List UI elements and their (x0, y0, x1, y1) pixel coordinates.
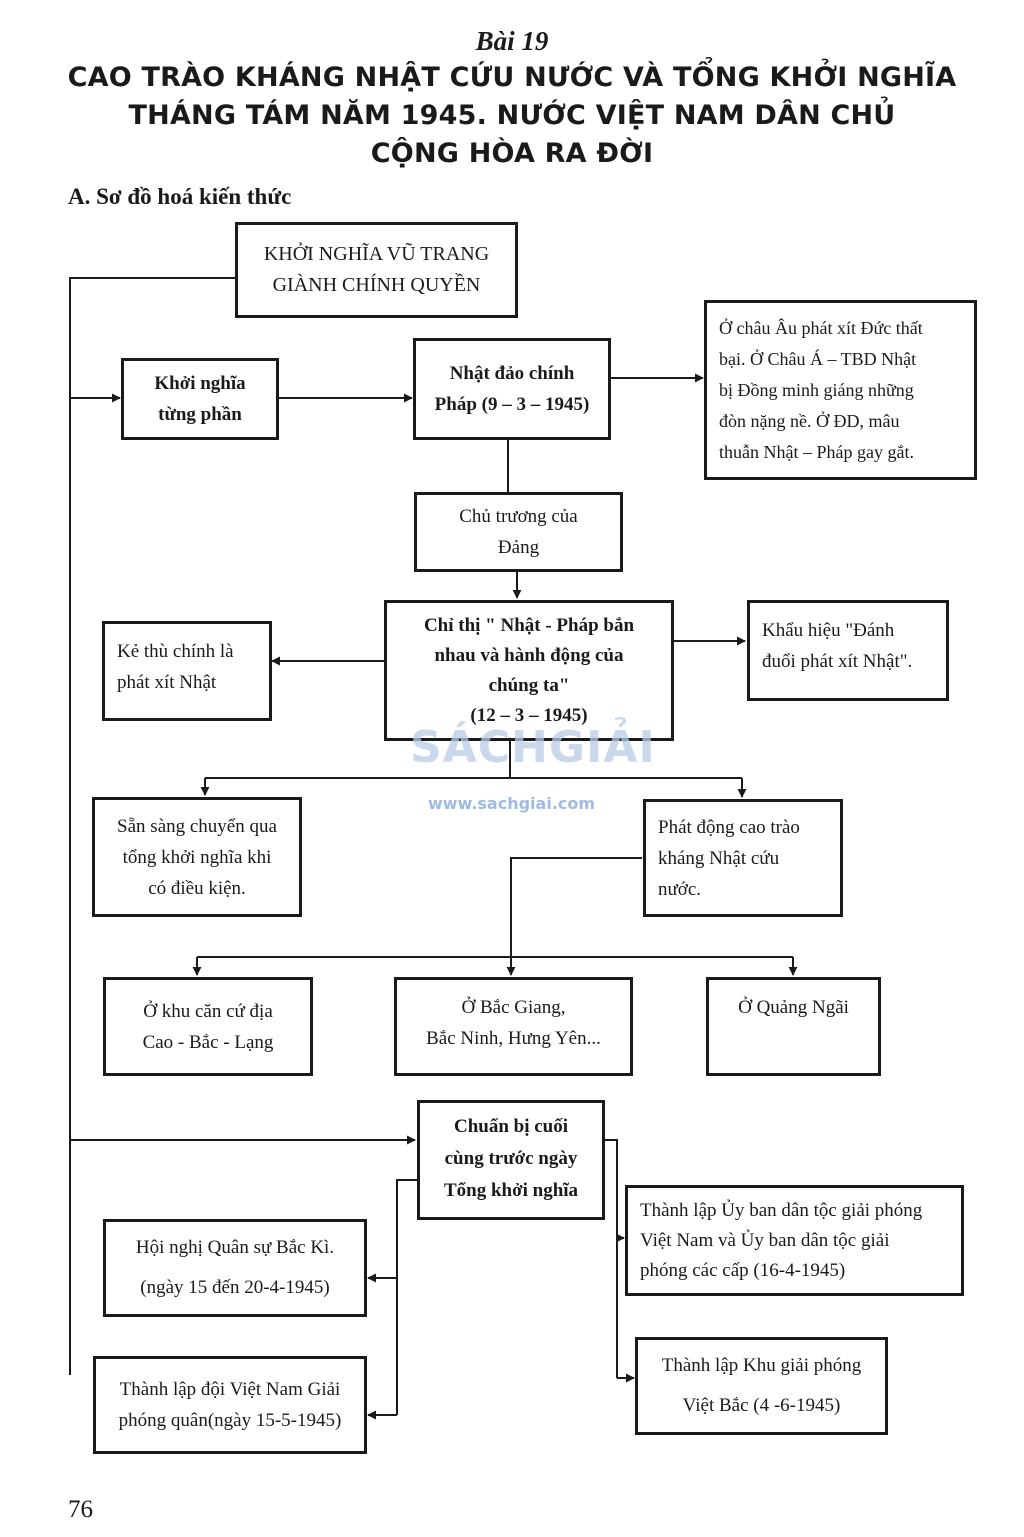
line-prepare-left (396, 1179, 417, 1415)
node-bacgiang: Ở Bắc Giang,Bắc Ninh, Hưng Yên... (394, 977, 633, 1076)
line-prepare-right (605, 1139, 618, 1378)
title-line-3: CỘNG HÒA RA ĐỜI (370, 138, 654, 169)
spine-line (69, 277, 235, 1375)
node-military-conference: Hội nghị Quân sự Bắc Kì.(ngày 15 đến 20-… (103, 1219, 367, 1317)
title-line-1: CAO TRÀO KHÁNG NHẬT CỨU NƯỚC VÀ TỔNG KHỞ… (67, 62, 957, 93)
node-quangngai: Ở Quảng Ngãi (706, 977, 881, 1076)
line-movement-places (510, 857, 642, 957)
section-heading: A. Sơ đồ hoá kiến thức (68, 184, 292, 209)
lesson-number: Bài 19 (475, 26, 549, 56)
watermark-url: www.sachgiai.com (428, 794, 596, 813)
watermark-brand: SÁCHGIẢI (410, 722, 656, 773)
page-number: 76 (68, 1496, 93, 1523)
title-line-2: THÁNG TÁM NĂM 1945. NƯỚC VIỆT NAM DÂN CH… (128, 100, 896, 131)
